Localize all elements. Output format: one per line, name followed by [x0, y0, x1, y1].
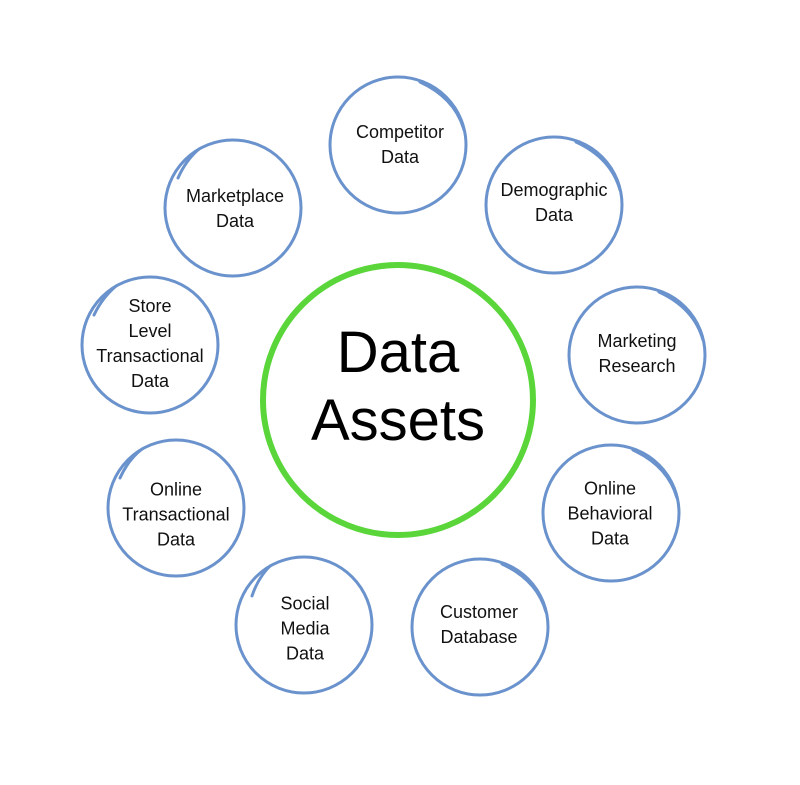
ring-online-behavioral-data — [541, 443, 681, 583]
ring-social-media-data — [234, 555, 374, 695]
satellite-label-competitor-data: Competitor Data — [355, 122, 445, 167]
satellite-label-marketing-research: Marketing Research — [597, 331, 677, 376]
ring-marketplace-data — [163, 138, 303, 278]
tail-marketplace-data — [176, 147, 201, 180]
satellite-label-online-behavioral-data: Online Behavioral Data — [567, 478, 653, 549]
tail-online-transactional-data — [118, 447, 144, 480]
tail-store-level-transactional-data — [92, 284, 118, 317]
satellite-label-social-media-data: Social Media Data — [280, 593, 330, 664]
tail-online-behavioral-data — [631, 448, 679, 500]
ring-marketing-research — [567, 285, 707, 425]
tail-demographic-data — [574, 140, 622, 192]
ring-store-level-transactional-data — [80, 275, 220, 415]
center-label: Data Assets — [310, 320, 486, 453]
ring-demographic-data — [484, 135, 624, 275]
center-ring-stroke-tail — [327, 262, 415, 286]
tail-social-media-data — [250, 564, 272, 598]
satellite-label-online-transactional-data: Online Transactional Data — [122, 479, 230, 550]
tail-customer-database — [500, 562, 548, 614]
tail-competitor-data — [418, 80, 466, 132]
satellite-ring-stroke-tails — [92, 80, 705, 614]
satellite-label-store-level-transactional-data: Store Level Transactional Data — [96, 296, 204, 391]
satellite-label-marketplace-data: Marketplace Data — [185, 186, 285, 231]
satellite-label-customer-database: Customer Database — [439, 602, 519, 647]
satellite-label-demographic-data: Demographic Data — [500, 180, 608, 225]
ring-customer-database — [410, 557, 550, 697]
ring-online-transactional-data — [106, 438, 246, 578]
satellite-rings — [80, 75, 707, 697]
tail-marketing-research — [657, 290, 705, 342]
ring-competitor-data — [328, 75, 468, 215]
